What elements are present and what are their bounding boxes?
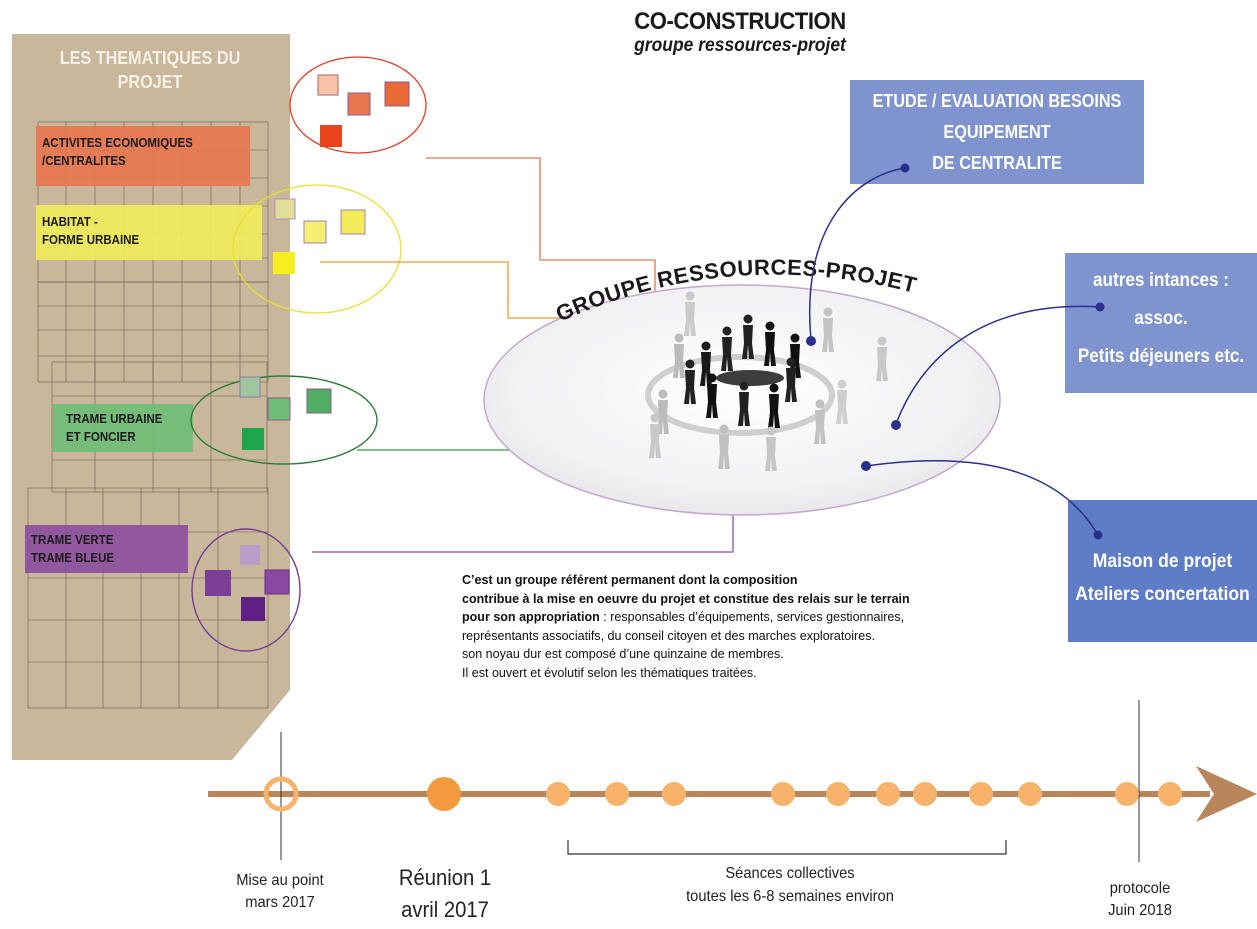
square [320,125,342,147]
themes-panel-title-line2: PROJET [117,72,183,92]
right-connectors [808,167,1101,536]
seances-bracket [567,840,1007,855]
description-line5: son noyau dur est composé d’une quinzain… [462,646,784,662]
person-figure [764,321,776,366]
person-figure [649,413,661,458]
label-seances: Séances collectives toutes les 6-8 semai… [686,865,894,905]
person-figure [721,326,733,371]
connector-activites [426,157,656,345]
description-line4: représentants associatifs, du conseil ci… [462,627,875,643]
square [240,545,260,565]
person-figure [673,333,685,378]
session-dot [1018,782,1042,806]
session-dot [913,782,937,806]
square [205,570,231,596]
square [340,209,366,235]
square [273,252,295,274]
people-group [649,291,888,471]
session-dot [1115,782,1139,806]
theme-box-trame-verte [25,525,188,573]
label-mise-au-point: Mise au point mars 2017 [236,872,324,911]
person-figure [768,383,780,428]
square [303,220,327,244]
session-dot [876,782,900,806]
session-dot [826,782,850,806]
session-dot [605,782,629,806]
description-line1: C’est un groupe référent permanent dont … [462,572,798,587]
session-dot [771,782,795,806]
square [241,597,265,621]
ring-shadow [645,354,835,436]
person-figure [822,307,834,352]
theme-box-habitat [36,205,262,260]
connector-dots [806,163,1105,540]
box-autres-text: autres intances : assoc. Petits déjeuner… [1077,270,1245,367]
theme-label-trame-verte: TRAME VERTE TRAME BLEUE [31,533,115,565]
marker-reunion [427,777,461,811]
person-figure [738,381,750,426]
person-figure [706,373,718,418]
theme-label-trame-urbaine: TRAME URBAINE ET FONCIER [66,412,163,444]
ellipse-trame-urbaine [190,375,378,465]
theme-label-habitat: HABITAT - FORME URBAINE [42,215,140,247]
box-maison [1068,500,1257,642]
person-figure [742,314,754,359]
themes-panel-title-line1: LES THEMATIQUES DU [59,48,241,68]
person-figure [684,359,696,404]
theme-box-trame-urbaine [53,404,193,452]
person-figure [814,399,826,444]
session-dot [546,782,570,806]
person-figure [836,379,848,424]
square [242,428,264,450]
ellipse-trame-verte [191,528,301,652]
person-figure [785,357,797,402]
person-figure [657,389,669,434]
theme-label-activites: ACTIVITES ECONOMIQUES /CENTRALITES [42,136,193,168]
square [317,74,339,96]
session-dots [546,782,1182,806]
ellipse-habitat [232,184,402,314]
theme-box-activites [36,126,250,186]
person-figure [684,291,696,336]
person-figure [876,336,888,381]
description-line3-bold: pour son appropriation [462,609,600,625]
square [347,92,371,116]
label-reunion: Réunion 1 avril 2017 [398,865,492,922]
box-maison-text: Maison de projet Ateliers concertation [1075,550,1250,605]
central-table [716,370,784,386]
box-autres [1065,253,1257,393]
person-figure [765,426,777,471]
square [264,569,290,595]
description-line2: contribue à la mise en oeuvre du projet … [462,590,910,606]
person-figure [718,424,730,469]
themes-panel-title: LES THEMATIQUES DU PROJET [33,46,267,94]
square [384,81,410,107]
square [239,376,261,398]
session-dot [662,782,686,806]
session-dot [1158,782,1182,806]
marker-mise-au-point [263,776,299,812]
timeline-arrowhead [1196,766,1257,822]
box-etude [850,80,1144,184]
description-line3-rest: : responsables d’équipements, services g… [599,609,905,625]
page-title: CO-CONSTRUCTION [634,8,846,35]
box-etude-text: ETUDE / EVALUATION BESOINS EQUIPEMENT DE… [872,91,1122,173]
label-protocole: protocole Juin 2018 [1108,880,1172,919]
page-subtitle: groupe ressources-projet [634,35,846,56]
session-dot [969,782,993,806]
description-line6: Il est ouvert et évolutif selon les thém… [462,664,757,680]
square [306,388,332,414]
square [267,397,291,421]
group-description: C’est un groupe référent permanent dont … [462,571,1032,683]
square [274,198,296,220]
ellipse-activites [289,56,427,154]
